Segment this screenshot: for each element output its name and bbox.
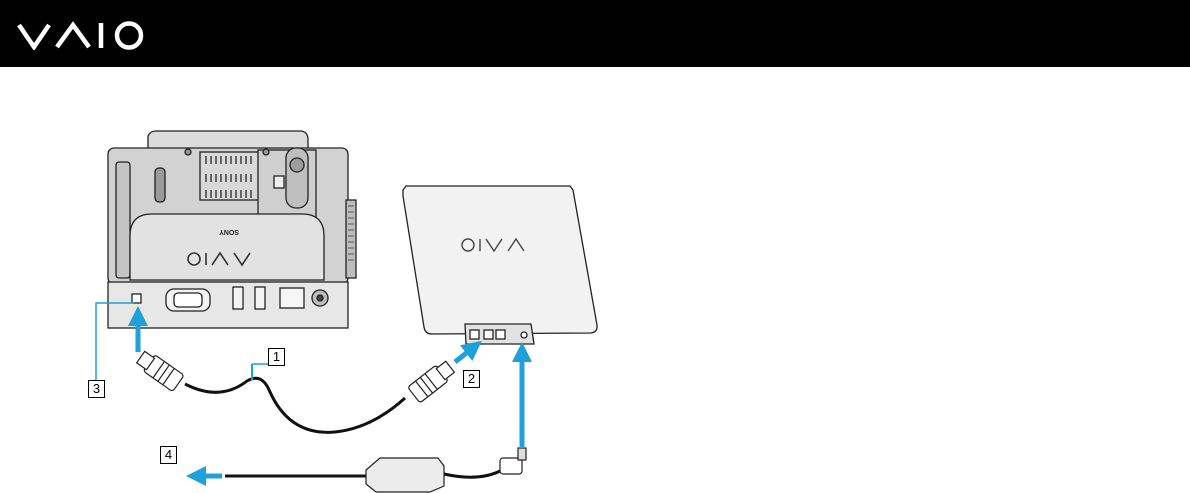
direction-arrows bbox=[138, 316, 522, 476]
computer-rear-view: SONY bbox=[108, 131, 356, 328]
external-drive bbox=[403, 186, 597, 344]
connection-diagram: SONY bbox=[80, 120, 620, 493]
cable bbox=[135, 349, 456, 432]
callout-3: 3 bbox=[88, 380, 105, 398]
callout-4: 4 bbox=[160, 446, 177, 464]
callout-2: 2 bbox=[463, 370, 480, 388]
ac-adapter bbox=[225, 448, 526, 492]
vaio-logo bbox=[17, 20, 152, 50]
callout-1: 1 bbox=[268, 348, 285, 366]
header-bar bbox=[0, 0, 1190, 67]
svg-text:SONY: SONY bbox=[219, 228, 239, 235]
